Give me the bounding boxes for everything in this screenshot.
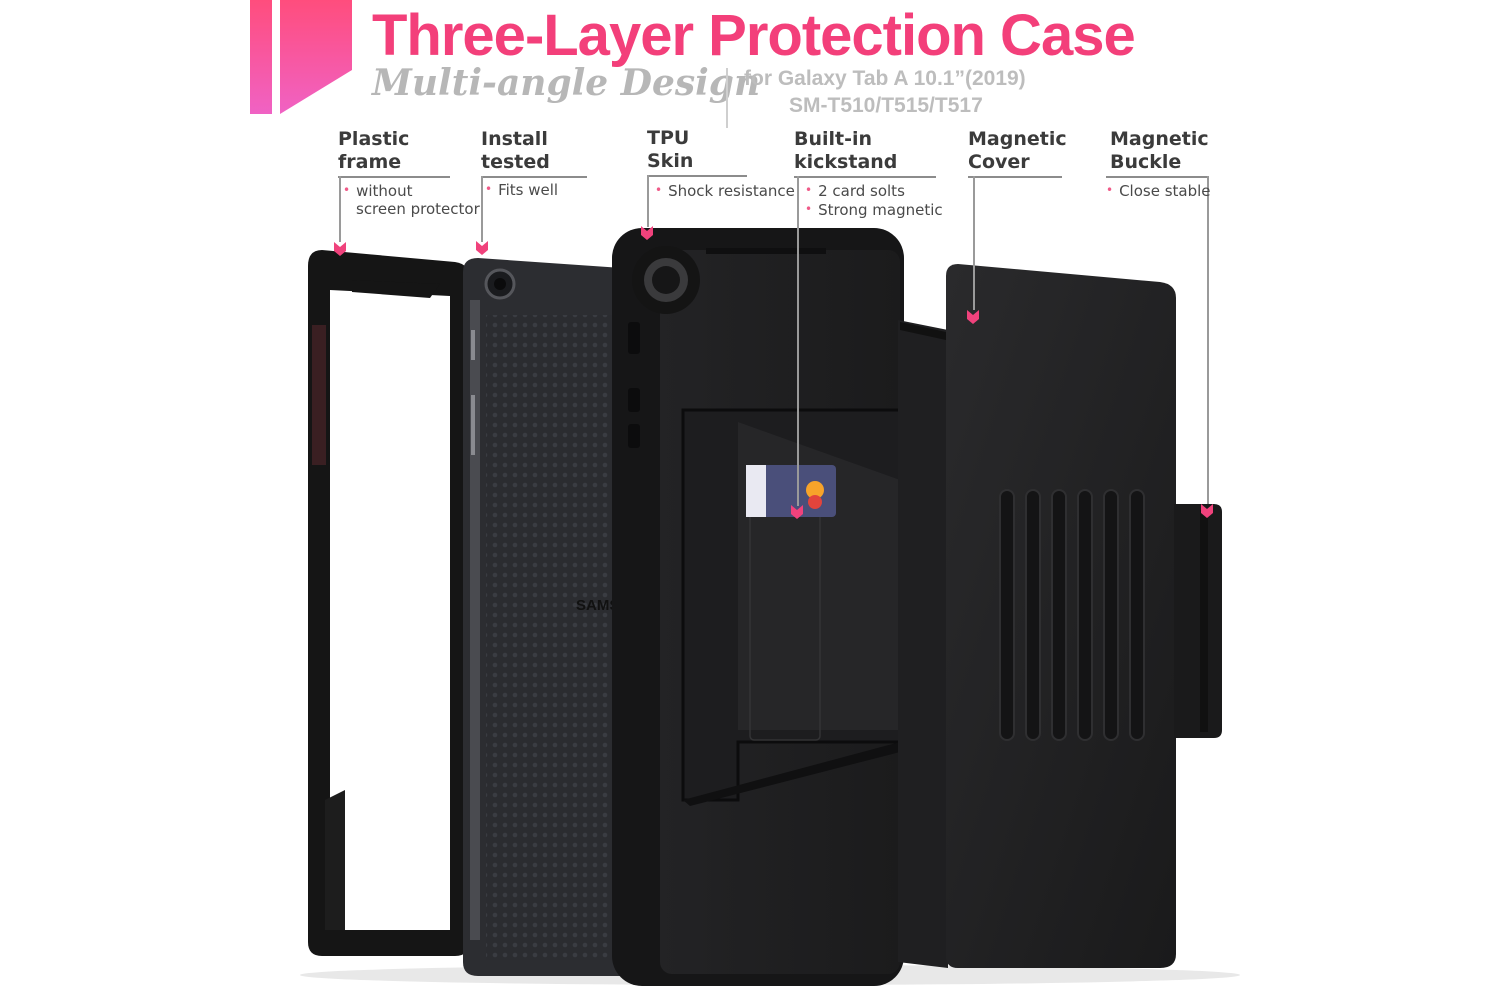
feature-underline xyxy=(794,176,936,178)
feature-leader-line xyxy=(797,176,799,506)
folding-spine-illustration xyxy=(898,320,948,968)
feature-title: Built-in xyxy=(794,128,873,150)
feature-title: Magnetic xyxy=(1110,128,1209,150)
feature-title: Install xyxy=(481,128,548,150)
feature-leader-line xyxy=(647,175,649,227)
feature-title: Cover xyxy=(968,151,1030,173)
brand-accent-graphic xyxy=(250,0,352,114)
page-title: Three-Layer Protection Case xyxy=(372,3,1136,68)
feature-leader-line xyxy=(973,176,975,310)
magnetic-buckle-illustration xyxy=(1174,504,1222,738)
model-compat-line1: for Galaxy Tab A 10.1”(2019) xyxy=(744,67,1026,90)
feature-built-in-kickstand: Built-in kickstand xyxy=(794,128,897,174)
feature-title: Magnetic xyxy=(968,128,1067,150)
model-compat-line2: SM-T510/T515/T517 xyxy=(789,94,983,117)
feature-underline xyxy=(647,175,747,177)
card-illustration xyxy=(746,465,836,517)
feature-plastic-frame: Plastic frame xyxy=(338,128,409,174)
feature-underline xyxy=(1106,176,1208,178)
feature-leader-line xyxy=(1207,176,1209,504)
feature-leader-line xyxy=(481,176,483,242)
tablet-illustration: SAMSUNG xyxy=(463,258,653,976)
plastic-frame-illustration xyxy=(308,250,470,956)
feature-title: frame xyxy=(338,151,402,173)
magnetic-cover-illustration xyxy=(946,264,1176,968)
header-divider xyxy=(726,68,728,128)
feature-title: Buckle xyxy=(1110,151,1182,173)
tpu-skin-illustration xyxy=(612,228,904,986)
feature-tpu-skin: TPU Skin xyxy=(647,127,693,173)
feature-magnetic-cover: Magnetic Cover xyxy=(968,128,1067,174)
feature-title: TPU xyxy=(647,127,690,149)
feature-underline xyxy=(338,176,450,178)
feature-underline xyxy=(481,176,587,178)
feature-bullet: Fits well xyxy=(485,180,558,200)
pointer-markers xyxy=(334,226,1213,519)
feature-bullet: screen protector xyxy=(356,200,480,218)
feature-leader-line xyxy=(339,176,341,242)
feature-bullet: 2 card solts xyxy=(805,181,905,201)
feature-bullet: Strong magnetic xyxy=(805,200,943,220)
feature-title: Skin xyxy=(647,150,694,172)
feature-underline xyxy=(968,176,1062,178)
feature-bullet: Shock resistance xyxy=(655,181,795,201)
page-subtitle: Multi-angle Design xyxy=(372,62,761,104)
feature-title: tested xyxy=(481,151,550,173)
feature-magnetic-buckle: Magnetic Buckle xyxy=(1110,128,1209,174)
feature-title: kickstand xyxy=(794,151,898,173)
feature-bullet: Close stable xyxy=(1106,181,1210,201)
feature-title: Plastic xyxy=(338,128,410,150)
feature-bullet: without xyxy=(343,181,412,201)
feature-install-tested: Install tested xyxy=(481,128,550,174)
